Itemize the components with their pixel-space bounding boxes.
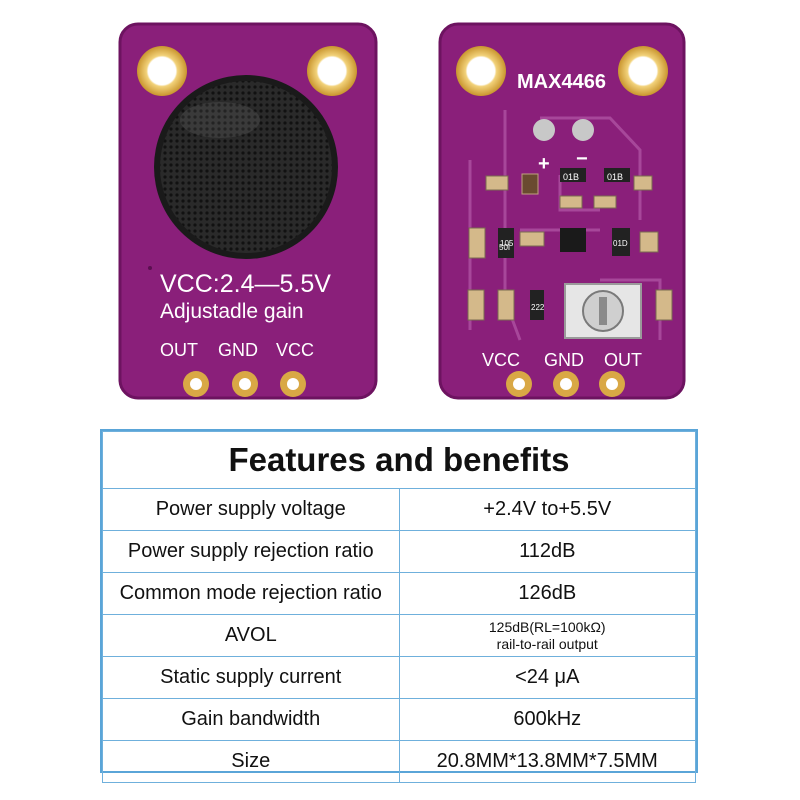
spec-value: 126dB	[398, 572, 696, 615]
component-mark: 222	[531, 303, 545, 312]
spec-value-line: rail-to-rail output	[496, 635, 598, 652]
spec-value: 112dB	[398, 530, 696, 573]
table-row: Power supply voltage +2.4V to+5.5V	[102, 488, 696, 531]
spec-value: +2.4V to+5.5V	[398, 488, 696, 531]
smd-components	[467, 168, 673, 321]
silk-voltage-label: VCC:2.4—5.5V	[160, 270, 331, 298]
spec-label: Power supply rejection ratio	[102, 530, 400, 573]
table-title: Features and benefits	[102, 431, 696, 489]
spec-label: Size	[102, 740, 400, 783]
gain-potentiometer-icon	[564, 283, 642, 339]
spec-label: Gain bandwidth	[102, 698, 400, 741]
silk-pin-gnd: GND	[218, 340, 258, 360]
pcb-board-back: MAX4466 + −	[438, 22, 686, 400]
mount-hole-icon	[618, 46, 668, 96]
table-title-row: Features and benefits	[102, 431, 696, 489]
product-photo: VCC:2.4—5.5V Adjustadle gain OUT GND VCC…	[118, 22, 686, 400]
spec-label: AVOL	[102, 614, 400, 657]
features-table: Features and benefits Power supply volta…	[102, 431, 696, 783]
silk-pin-out: OUT	[604, 350, 642, 370]
spec-value: 600kHz	[398, 698, 696, 741]
mount-hole-icon	[137, 46, 187, 96]
silk-pin-out: OUT	[160, 340, 198, 360]
mic-pad-negative-icon	[572, 119, 594, 141]
component-mark: 01B	[607, 172, 623, 182]
spec-label: Common mode rejection ratio	[102, 572, 400, 615]
table-row: AVOL 125dB(RL=100kΩ) rail-to-rail output	[102, 614, 696, 657]
component-mark: 105	[500, 239, 514, 248]
plus-label: +	[538, 153, 550, 175]
microphone-icon	[154, 75, 338, 259]
table-row: Gain bandwidth 600kHz	[102, 698, 696, 741]
mount-hole-icon	[456, 46, 506, 96]
spec-label: Power supply voltage	[102, 488, 400, 531]
ic-chip-icon	[560, 228, 586, 252]
component-mark: 01B	[563, 172, 579, 182]
silk-pin-vcc: VCC	[276, 340, 314, 360]
minus-label: −	[576, 148, 588, 170]
mic-pad-positive-icon	[533, 119, 555, 141]
pcb-board-front: VCC:2.4—5.5V Adjustadle gain OUT GND VCC	[118, 22, 378, 400]
table-row: Common mode rejection ratio 126dB	[102, 572, 696, 615]
spec-value-line: 125dB(RL=100kΩ)	[488, 618, 606, 635]
silk-pin-gnd: GND	[544, 350, 584, 370]
chip-label: MAX4466	[517, 71, 606, 93]
spec-label: Static supply current	[102, 656, 400, 699]
component-mark: 01D	[613, 239, 628, 248]
silk-pin-vcc: VCC	[482, 350, 520, 370]
table-row: Static supply current <24 μA	[102, 656, 696, 699]
spec-value: 20.8MM*13.8MM*7.5MM	[398, 740, 696, 783]
spec-value: <24 μA	[398, 656, 696, 699]
silk-gain-label: Adjustadle gain	[160, 300, 304, 323]
features-table-container: Features and benefits Power supply volta…	[100, 429, 698, 783]
mount-hole-icon	[307, 46, 357, 96]
table-row: Size 20.8MM*13.8MM*7.5MM	[102, 740, 696, 783]
table-row: Power supply rejection ratio 112dB	[102, 530, 696, 573]
spec-value: 125dB(RL=100kΩ) rail-to-rail output	[398, 614, 696, 657]
component-mark: 50I	[499, 243, 510, 252]
